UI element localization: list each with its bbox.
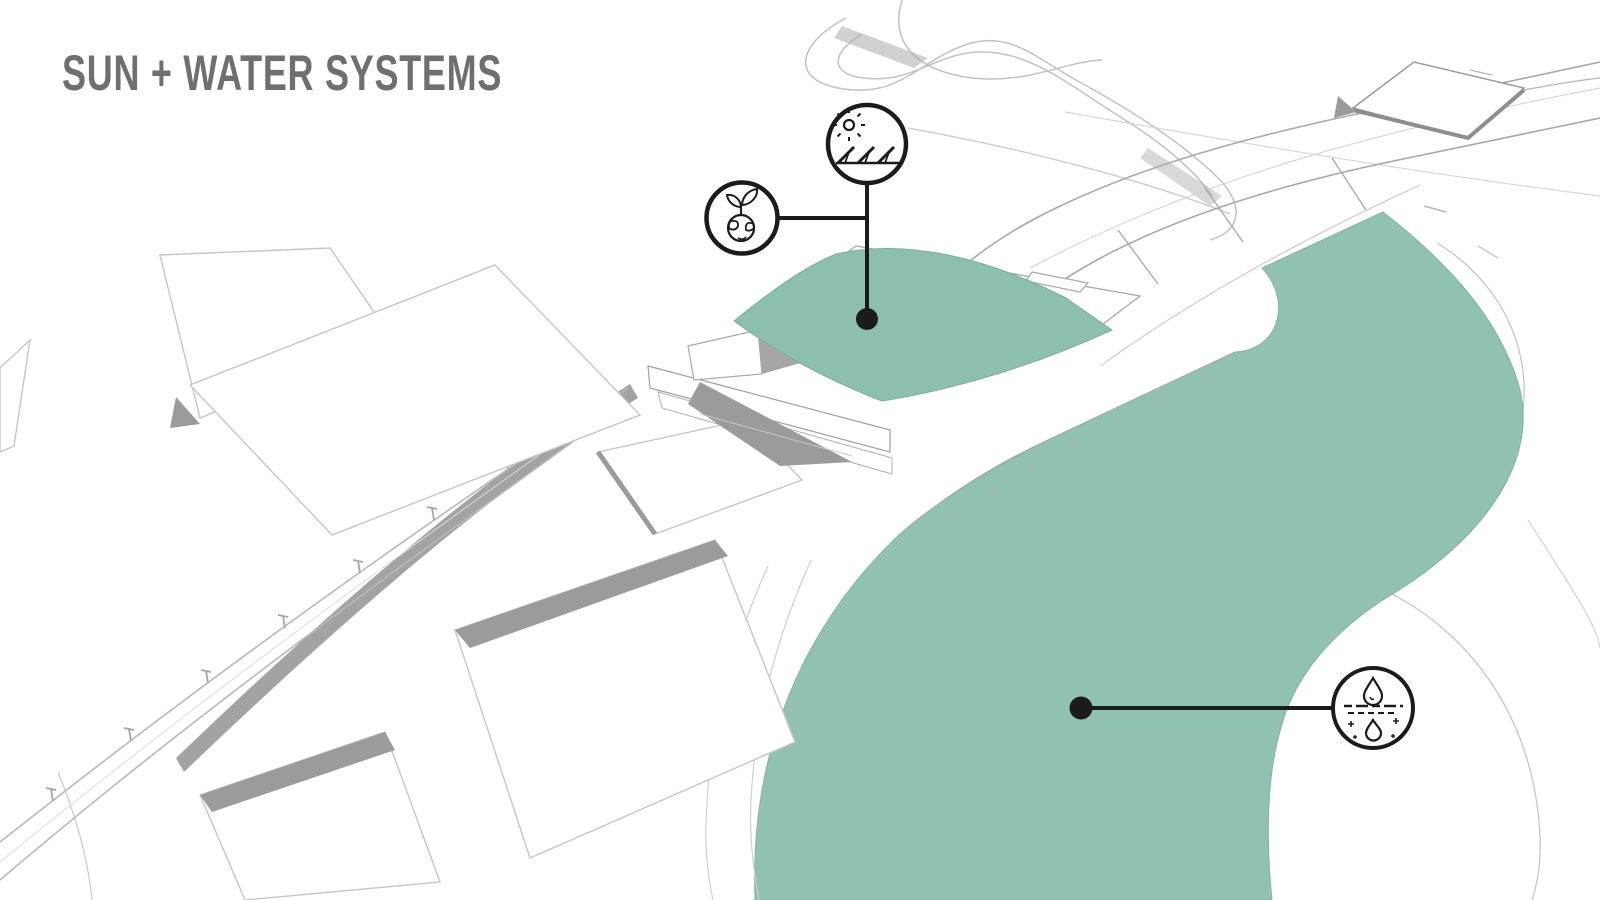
callout-line	[778, 184, 869, 316]
roof-callout	[704, 102, 909, 330]
river-water	[754, 211, 1524, 900]
earth-with-sprout-icon	[725, 187, 759, 243]
water-callout-badge	[1331, 666, 1415, 750]
building-sketch	[647, 245, 1142, 475]
city-block	[188, 264, 642, 536]
sun-over-solar-panels-icon	[833, 109, 900, 165]
earth-callout-badge	[704, 180, 780, 256]
green-roof	[733, 248, 1114, 402]
page-title: SUN + WATER SYSTEMS	[62, 45, 503, 101]
city-blocks	[0, 247, 804, 900]
flat-panel-sketch	[1334, 61, 1600, 141]
river-callout	[1069, 666, 1415, 750]
quay-ticks	[899, 351, 1236, 535]
callout-dot	[856, 308, 878, 330]
water-filtration-drops-icon	[1344, 675, 1403, 742]
callout-dot	[1069, 696, 1093, 720]
